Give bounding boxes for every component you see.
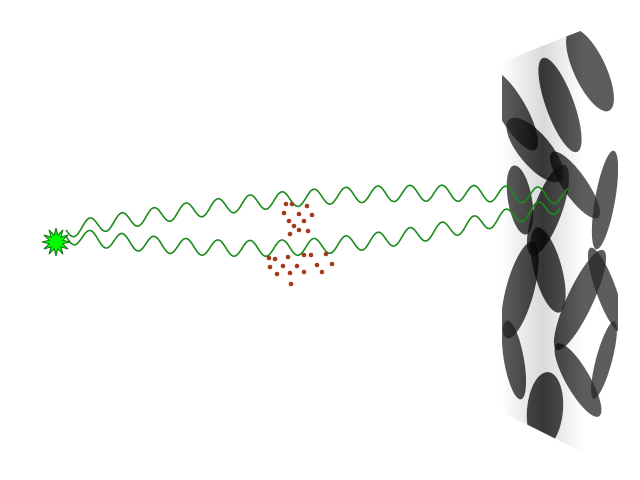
particle-dot [266, 255, 272, 261]
particle-dot [281, 210, 287, 216]
wave-beam-upper [65, 184, 569, 238]
particle-dot [301, 269, 307, 275]
particle-dot [314, 262, 320, 268]
fringe-softening [502, 16, 618, 470]
particle-dot [286, 218, 292, 224]
detection-screen [502, 16, 618, 470]
source-starburst-icon [41, 227, 71, 257]
particle-dot [323, 251, 329, 257]
interference-fringes [502, 16, 618, 470]
particle-dot [287, 231, 293, 237]
wave-beams [65, 184, 569, 258]
particle-dot [267, 264, 273, 270]
particle-dot [305, 228, 311, 234]
wave-beam-lower [65, 201, 561, 258]
particle-dot [272, 256, 278, 262]
particle-dot [274, 271, 280, 277]
particle-dot [296, 227, 302, 233]
particle-dot [301, 218, 307, 224]
particle-dot [309, 212, 315, 218]
particle-dot [289, 201, 295, 207]
particle-dot [280, 263, 286, 269]
particle-dot [319, 269, 325, 275]
particle-cluster-upper [281, 201, 315, 237]
particle-dot [296, 211, 302, 217]
particle-dot [285, 254, 291, 260]
particle-dot [288, 281, 294, 287]
particle-dot [294, 263, 300, 269]
particle-cluster-lower [266, 251, 335, 287]
particle-dot [329, 261, 335, 267]
particle-dot [304, 203, 310, 209]
particle-dot [287, 270, 293, 276]
particle-dot [301, 252, 307, 258]
particle-clusters [266, 201, 335, 287]
particle-dot [291, 223, 297, 229]
particle-dot [308, 252, 314, 258]
particle-dot [283, 201, 289, 207]
